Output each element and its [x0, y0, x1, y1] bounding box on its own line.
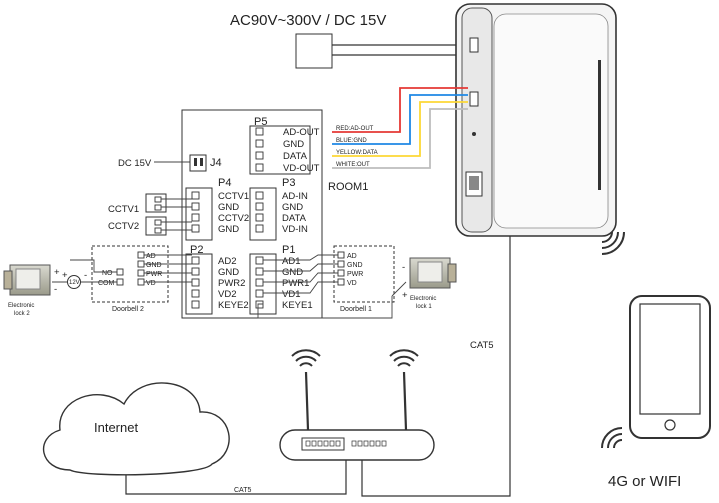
router-wifi-icon-right	[389, 349, 419, 367]
phone-label: 4G or WIFI	[608, 473, 681, 490]
internet-label: Internet	[94, 420, 138, 435]
doorbell1-label: Doorbell 1	[340, 306, 372, 313]
doorbell2-no: NO	[102, 270, 113, 277]
cctv1-label: CCTV1	[108, 204, 139, 215]
doorbell1-pin-1: AD	[347, 253, 357, 260]
p2-pin-2: GND	[218, 267, 239, 278]
p1-pin-2: GND	[282, 267, 303, 278]
router-wifi-icon-left	[291, 349, 321, 367]
keye1-wire	[257, 296, 393, 319]
p2-terminals	[191, 256, 200, 309]
wire-label-yellow: YELLOW:DATA	[336, 150, 378, 156]
lock2-wire-no	[70, 259, 117, 273]
p2-pin-1: AD2	[218, 256, 236, 267]
wire-label-white: WHITE:OUT	[336, 162, 370, 168]
doorbell1-pin-4: VD	[347, 280, 357, 287]
battery-minus: -	[84, 270, 87, 281]
p2-pin-3: PWR2	[218, 278, 245, 289]
power-label: AC90V~300V / DC 15V	[230, 12, 386, 29]
p5-pin-3: DATA	[283, 151, 308, 162]
p5-colored-wires	[332, 87, 468, 169]
indoor-monitor	[455, 3, 617, 237]
p4-pin-1: CCTV1	[218, 191, 249, 202]
doorbell2-pin-3: PWR	[146, 271, 162, 278]
lock1-label-line2: lock 1	[416, 304, 432, 310]
doorbell1-wires	[263, 254, 338, 294]
p4-pin-3: CCTV2	[218, 213, 249, 224]
lock1-label-line1: Electronic	[410, 296, 436, 302]
p4-terminals	[191, 191, 200, 233]
p1-pin-4: VD1	[282, 289, 300, 300]
doorbell1-pin-3: PWR	[347, 271, 363, 278]
battery-plus: +	[62, 270, 68, 281]
smartphone	[629, 295, 711, 439]
p3-terminals	[255, 191, 264, 233]
lock2-minus: -	[54, 284, 57, 295]
dc-label: DC 15V	[118, 158, 152, 169]
p4-title: P4	[218, 177, 231, 189]
lock1-minus: -	[402, 262, 405, 273]
electronic-lock-2	[3, 264, 51, 296]
j4-label: J4	[210, 157, 222, 169]
wire-label-blue: BLUE:GND	[336, 138, 367, 144]
monitor-signal-icon	[601, 231, 625, 255]
p3-pin-4: VD-IN	[282, 224, 308, 235]
p5-pin-1: AD-OUT	[283, 127, 320, 138]
p5-title: P5	[254, 116, 267, 128]
doorbell2-pin-2: GND	[146, 262, 162, 269]
cat5-cloud-router	[125, 448, 347, 495]
p3-pin-2: GND	[282, 202, 303, 213]
wifi-router	[279, 371, 435, 461]
power-adapter	[295, 33, 333, 69]
cctv2-label: CCTV2	[108, 221, 139, 232]
wire-label-red: RED:AD-OUT	[336, 126, 374, 132]
room-label: ROOM1	[328, 181, 368, 193]
p2-pin-4: VD2	[218, 289, 236, 300]
doorbell2-com: COM	[98, 280, 115, 287]
doorbell2-wires	[144, 254, 192, 283]
lock2-plus: +	[54, 267, 60, 278]
lock2-label-line1: Electronic	[8, 303, 34, 309]
p1-pin-5: KEYE1	[282, 300, 313, 311]
doorbell1-pin-2: GND	[347, 262, 363, 269]
doorbell2-pin-4: VD	[146, 280, 156, 287]
j4-connector	[189, 154, 207, 172]
cctv-wires	[161, 198, 192, 231]
lock2-label-line2: lock 2	[14, 311, 30, 317]
internet-cloud	[42, 382, 230, 476]
p4-pin-4: GND	[218, 224, 239, 235]
p5-pin-2: GND	[283, 139, 304, 150]
doorbell2-label: Doorbell 2	[112, 306, 144, 313]
cctv-terminals	[154, 196, 162, 234]
p3-pin-3: DATA	[282, 213, 307, 224]
p3-title: P3	[282, 177, 295, 189]
battery-label: 12V	[69, 280, 80, 286]
p5-pin-4: VD-OUT	[283, 163, 320, 174]
p3-pin-1: AD-IN	[282, 191, 308, 202]
p2-title: P2	[190, 244, 203, 256]
p1-terminals	[255, 256, 264, 309]
doorbell2-pin-1: AD	[146, 253, 156, 260]
p2-pin-5: KEYE2	[218, 300, 249, 311]
electronic-lock-1	[409, 257, 457, 289]
cat5-top-label: CAT5	[470, 340, 494, 351]
p1-pin-1: AD1	[282, 256, 300, 267]
monitor-led-bar	[598, 60, 601, 190]
p5-terminals	[255, 127, 264, 172]
lock1-plus: +	[402, 290, 408, 301]
battery-12v	[67, 275, 81, 289]
p1-title: P1	[282, 244, 295, 256]
phone-signal-icon	[601, 427, 623, 449]
p4-pin-2: GND	[218, 202, 239, 213]
cat5-bottom-label: CAT5	[234, 487, 251, 494]
p1-pin-3: PWR1	[282, 278, 309, 289]
cat5-monitor-router	[361, 236, 511, 497]
lock1-wire	[391, 281, 407, 297]
